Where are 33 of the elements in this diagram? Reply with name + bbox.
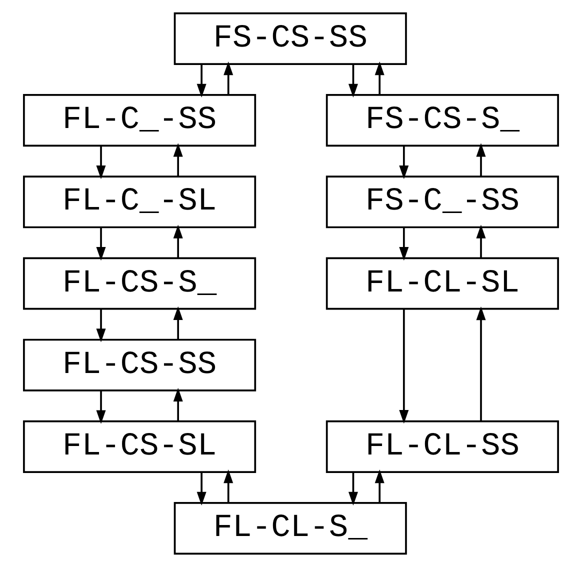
node-box: FL-CS-S_ bbox=[22, 257, 256, 310]
node-box: FS-CS-SS bbox=[173, 12, 406, 65]
node-box: FL-CS-SS bbox=[22, 338, 256, 392]
arrow bbox=[374, 62, 384, 95]
node-box: FL-CL-SS bbox=[325, 420, 558, 473]
arrow bbox=[223, 62, 233, 95]
arrow bbox=[96, 308, 106, 342]
arrow bbox=[96, 146, 106, 180]
arrow bbox=[196, 472, 206, 506]
node-box: FS-C_-SS bbox=[325, 176, 558, 228]
node-box: FL-CS-SL bbox=[22, 420, 256, 473]
arrow bbox=[172, 388, 182, 422]
arrow bbox=[398, 309, 408, 424]
arrow bbox=[374, 470, 384, 503]
arrow bbox=[476, 224, 486, 258]
arrow bbox=[348, 472, 358, 506]
arrow bbox=[348, 64, 358, 98]
arrow bbox=[476, 306, 486, 422]
node-box: FL-CL-SL bbox=[325, 257, 558, 310]
arrow bbox=[476, 143, 486, 177]
arrow bbox=[172, 224, 182, 258]
arrow bbox=[96, 227, 106, 261]
arrow bbox=[398, 227, 408, 261]
arrow bbox=[172, 306, 182, 340]
arrow bbox=[196, 64, 206, 98]
node-box: FS-CS-S_ bbox=[325, 94, 558, 147]
arrow bbox=[96, 390, 106, 424]
arrow bbox=[398, 146, 408, 180]
arrow bbox=[223, 470, 233, 503]
arrow bbox=[172, 143, 182, 177]
node-box: FL-C_-SL bbox=[22, 176, 256, 228]
node-box: FL-C_-SS bbox=[22, 94, 256, 147]
node-box: FL-CL-S_ bbox=[173, 502, 406, 555]
